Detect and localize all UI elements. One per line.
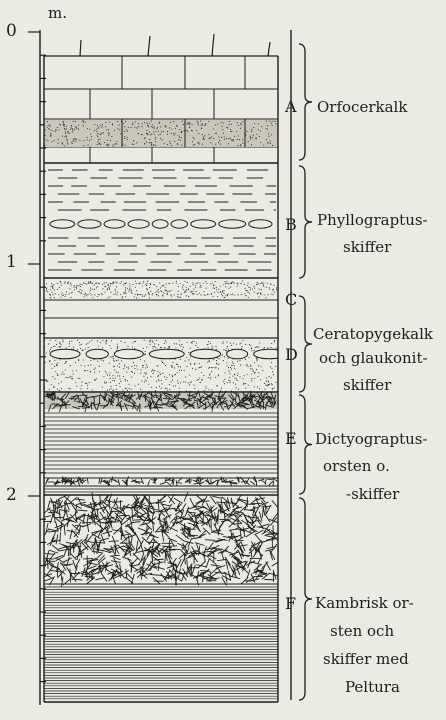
column <box>41 34 285 702</box>
layer-f-cambrian <box>41 492 280 698</box>
layer-d-description-line-3: skiffer <box>343 376 392 394</box>
scale-unit-label: m. <box>48 4 67 22</box>
layer-f-letter: F <box>285 594 296 613</box>
layer-a-letter: A <box>284 97 297 116</box>
layer-brackets <box>299 44 312 700</box>
bracket <box>299 166 312 278</box>
nodule <box>227 349 248 359</box>
bracket <box>299 498 312 700</box>
nodule <box>104 220 125 228</box>
layer-b-shale <box>48 170 276 270</box>
layer-b-description-line-1: Phyllograptus- <box>317 211 428 229</box>
nodule <box>219 220 246 228</box>
layer-d-description-line-2: och glaukonit- <box>319 349 428 367</box>
bracket <box>299 395 312 494</box>
nodule <box>254 349 286 359</box>
layer-a-limestone <box>43 56 278 163</box>
column-top-surface <box>44 34 278 56</box>
nodule <box>50 349 80 359</box>
scale-tick-label-0: 0 <box>6 21 17 41</box>
scale-tick-label-2: 2 <box>6 485 17 505</box>
layer-d-description-line-1: Ceratopygekalk <box>313 325 434 343</box>
nodule <box>50 220 75 228</box>
layer-c-limestone <box>44 280 278 318</box>
bracket <box>299 296 312 392</box>
nodule <box>149 349 184 359</box>
layer-c-letter: C <box>285 290 297 309</box>
layer-e-orsten-shale <box>43 390 278 492</box>
layer-e-description-line-1: Dictyograptus- <box>315 430 428 448</box>
nodule <box>152 220 168 228</box>
nodule <box>171 220 188 228</box>
layer-d-glauconite <box>44 339 286 391</box>
bracket <box>299 44 312 160</box>
layer-e-letter: E <box>285 429 297 448</box>
layer-a-description-line-1: Orfocerkalk <box>317 98 408 116</box>
scale-tick-label-1: 1 <box>6 252 17 272</box>
layer-e-description-line-3: -skiffer <box>346 485 400 503</box>
nodule <box>86 349 108 359</box>
nodule <box>191 220 216 228</box>
nodule <box>114 349 143 359</box>
layer-e-description-line-2: orsten o. <box>323 457 390 475</box>
layer-b-letter: B <box>285 215 297 234</box>
nodule <box>78 220 101 228</box>
layer-f-description-line-4: Peltura <box>345 678 400 696</box>
nodule <box>190 349 220 359</box>
layer-f-description-line-3: skiffer med <box>323 650 409 668</box>
layer-f-description-line-1: Kambrisk or- <box>315 594 414 612</box>
layer-labels: A Orfocerkalk B Phyllograptus- skiffer C… <box>284 97 434 696</box>
layer-b-description-line-2: skiffer <box>343 238 392 256</box>
nodule <box>249 220 272 228</box>
nodule <box>128 220 149 228</box>
layer-d-letter: D <box>285 345 298 364</box>
layer-f-description-line-2: sten och <box>330 622 394 640</box>
